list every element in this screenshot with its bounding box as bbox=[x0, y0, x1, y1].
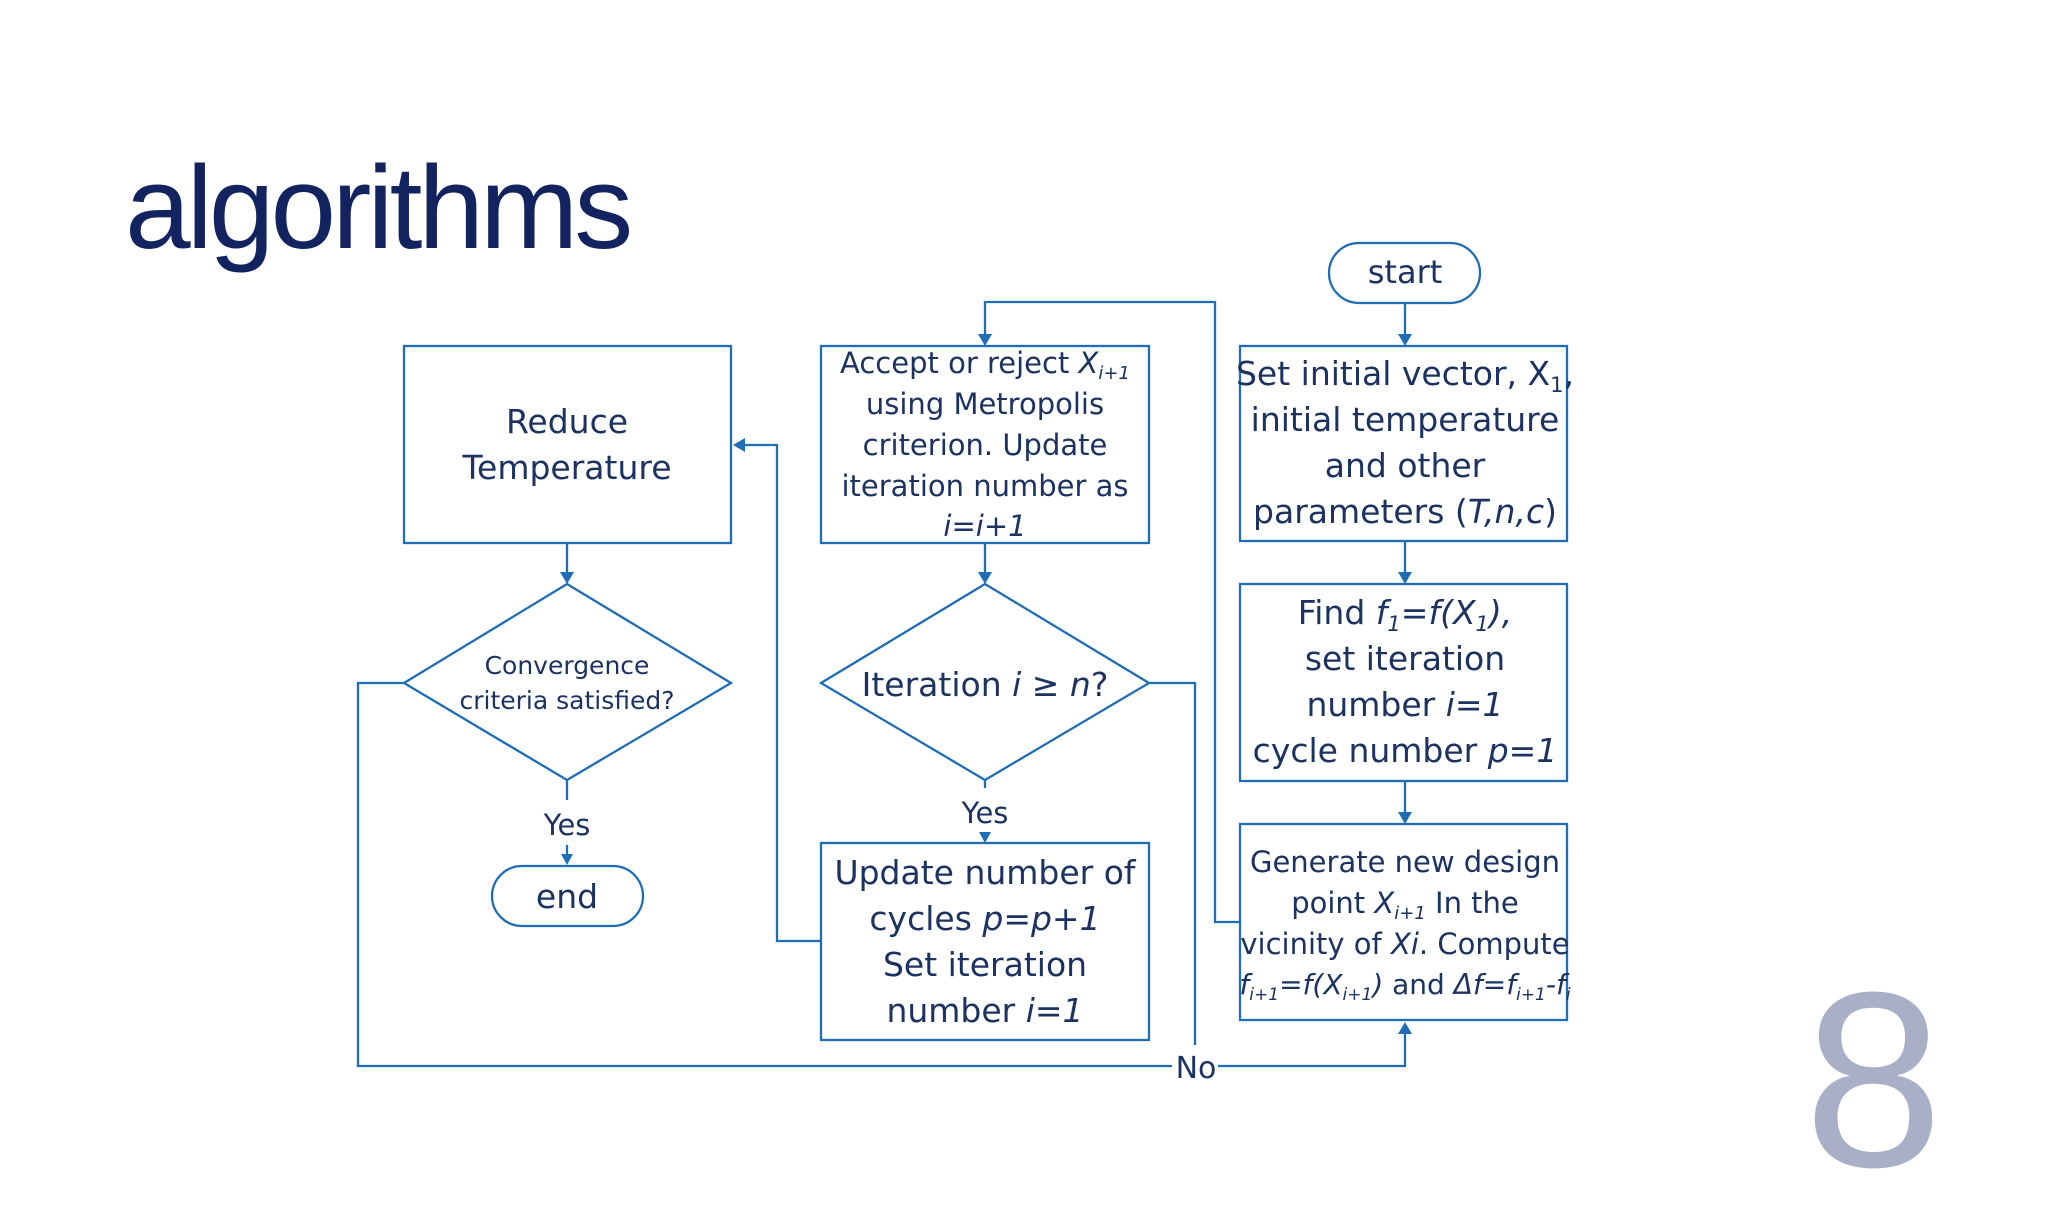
arrowhead-generate bbox=[1398, 812, 1412, 824]
connector-convergence-no bbox=[356, 681, 1172, 1068]
start-terminal: start bbox=[1327, 241, 1482, 305]
init-line-3: and other bbox=[1325, 446, 1486, 485]
init-box: Set initial vector, X1, initial temperat… bbox=[1236, 344, 1574, 543]
connector-no-generate bbox=[1218, 1034, 1407, 1068]
arrowhead-update bbox=[979, 832, 991, 843]
generate-line-1: Generate new design bbox=[1250, 845, 1560, 879]
arrowhead-reduce bbox=[733, 438, 745, 452]
reduce-line-1: Reduce bbox=[506, 402, 628, 441]
arrowhead-iteration bbox=[978, 572, 992, 584]
reduce-line-2: Temperature bbox=[461, 448, 671, 487]
accept-line-4: iteration number as bbox=[841, 469, 1128, 503]
find-line-2: set iteration bbox=[1305, 639, 1505, 678]
start-label: start bbox=[1368, 253, 1443, 291]
arrowhead-end bbox=[561, 854, 573, 865]
accept-box: Accept or reject Xi+1 using Metropolis c… bbox=[819, 344, 1151, 545]
slide-title: algorithms bbox=[125, 142, 633, 274]
end-terminal: end bbox=[490, 864, 645, 928]
accept-line-5: i=i+1 bbox=[943, 509, 1026, 543]
find-line-3: number i=1 bbox=[1306, 685, 1503, 724]
accept-line-2: using Metropolis bbox=[866, 387, 1104, 421]
update-line-1: Update number of bbox=[834, 853, 1136, 892]
update-line-4: number i=1 bbox=[886, 991, 1083, 1030]
update-box: Update number of cycles p=p+1 Set iterat… bbox=[819, 841, 1151, 1042]
update-line-3: Set iteration bbox=[883, 945, 1087, 984]
find-box: Find f1=f(X1), set iteration number i=1 … bbox=[1238, 582, 1569, 783]
connector-iteration-no bbox=[1149, 681, 1197, 1045]
arrowhead-init bbox=[1398, 334, 1412, 346]
init-line-4: parameters (T,n,c) bbox=[1253, 492, 1557, 531]
no-label: No bbox=[1176, 1051, 1217, 1086]
connectors bbox=[356, 300, 1412, 1068]
generate-line-3: vicinity of Xi. Compute bbox=[1240, 927, 1569, 961]
end-label: end bbox=[536, 877, 598, 916]
find-line-1: Find f1=f(X1), bbox=[1298, 593, 1513, 636]
connector-generate-accept bbox=[983, 300, 1240, 924]
yes-label-convergence: Yes bbox=[543, 808, 591, 842]
iteration-decision: Iteration i ≥ n? bbox=[818, 582, 1152, 782]
accept-line-1: Accept or reject Xi+1 bbox=[840, 346, 1130, 384]
update-line-2: cycles p=p+1 bbox=[869, 899, 1100, 938]
page-number: 8 bbox=[1803, 940, 1943, 1219]
convergence-line-2: criteria satisfied? bbox=[459, 686, 674, 715]
convergence-decision: Convergence criteria satisfied? bbox=[401, 582, 734, 782]
reduce-box: Reduce Temperature bbox=[402, 344, 733, 545]
arrowhead-generate-no bbox=[1398, 1022, 1412, 1034]
init-line-2: initial temperature bbox=[1251, 400, 1560, 439]
iteration-decision-label: Iteration i ≥ n? bbox=[862, 665, 1109, 704]
connector-update-reduce bbox=[745, 443, 821, 943]
yes-label-iteration: Yes bbox=[961, 796, 1009, 830]
arrowhead-convergence bbox=[560, 572, 574, 584]
arrowhead-find bbox=[1398, 572, 1412, 584]
find-line-4: cycle number p=1 bbox=[1253, 731, 1558, 770]
generate-line-2: point Xi+1 In the bbox=[1291, 886, 1519, 924]
generate-line-4: fi+1=f(Xi+1) and Δf=fi+1-fi bbox=[1239, 968, 1570, 1005]
generate-box: Generate new design point Xi+1 In the vi… bbox=[1238, 822, 1571, 1022]
accept-line-3: criterion. Update bbox=[863, 428, 1108, 462]
init-line-1: Set initial vector, X1, bbox=[1236, 354, 1574, 397]
convergence-line-1: Convergence bbox=[485, 651, 650, 680]
arrowhead-accept bbox=[978, 334, 992, 346]
flowchart: start Set initial vector, X1, initial te… bbox=[356, 241, 1574, 1086]
